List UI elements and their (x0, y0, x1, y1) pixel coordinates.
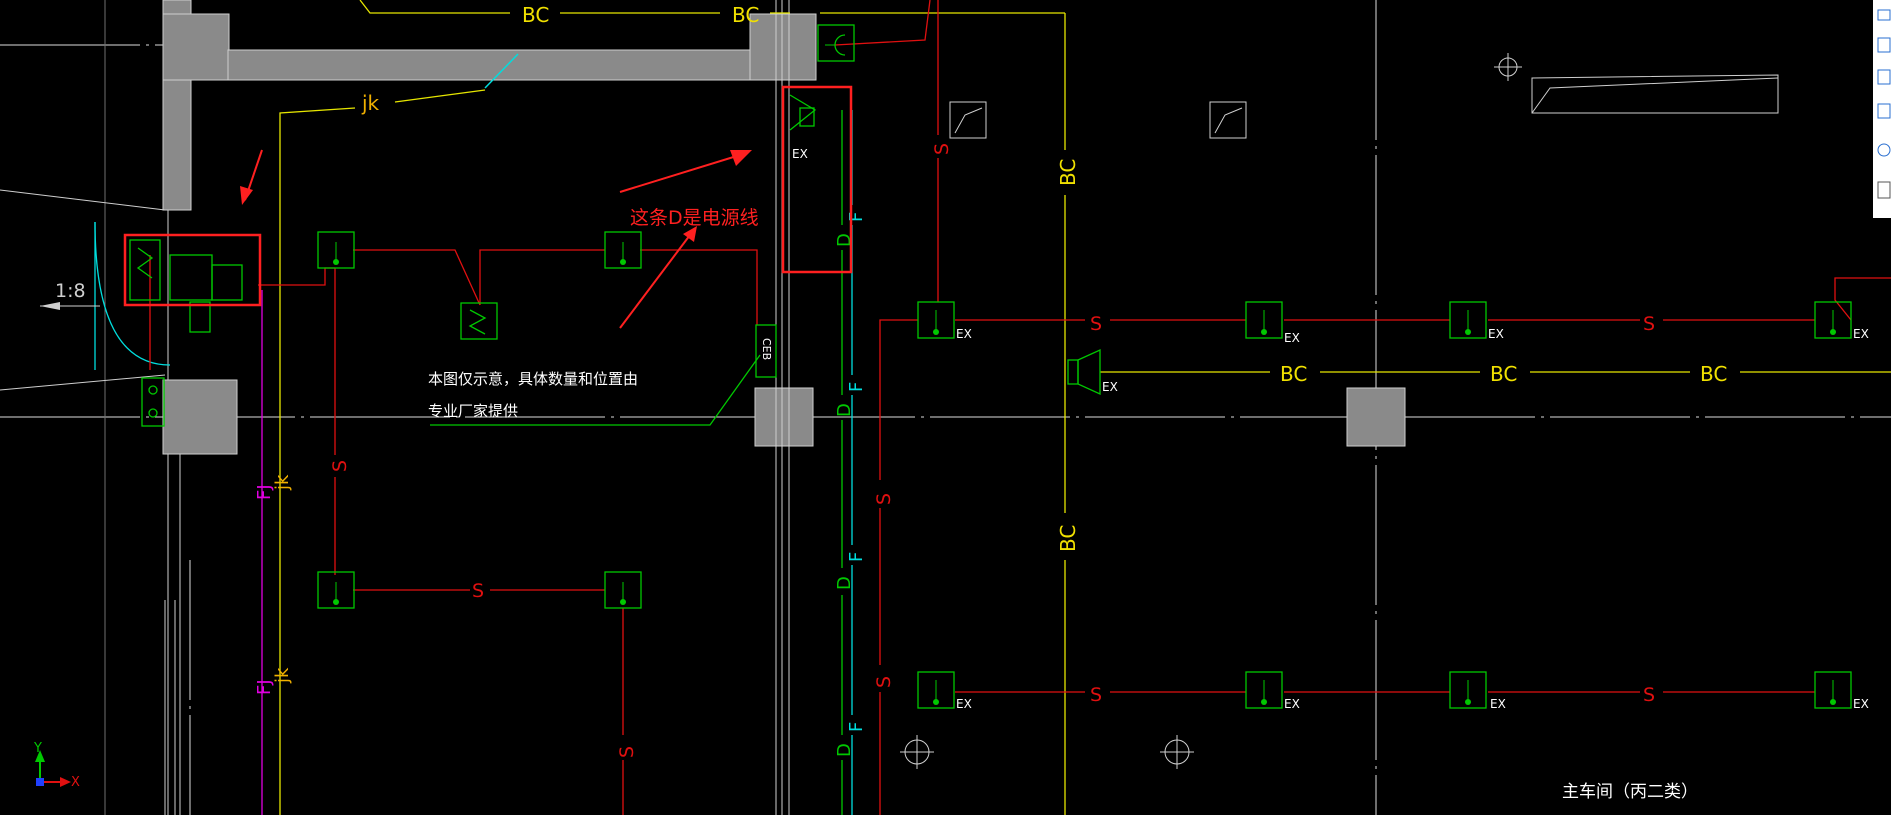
ex-label: EX (1284, 697, 1300, 711)
detector-device[interactable] (604, 571, 642, 609)
wire-label-bc-vertical: BC (1056, 159, 1080, 186)
bc-wire-top (359, 0, 1066, 815)
note-text-line1: 本图仅示意，具体数量和位置由 (428, 370, 638, 388)
wire-label-jk: jk (272, 474, 293, 491)
ex-label: EX (1490, 697, 1506, 711)
ex-label: EX (1284, 331, 1300, 345)
wire-label-f: F (846, 722, 867, 732)
wire-label-fj: FJ (254, 484, 275, 500)
detector-device[interactable] (604, 231, 642, 269)
wire-label-s: S (329, 460, 351, 472)
ucs-icon (35, 750, 71, 787)
wire-label-bc: BC (522, 3, 549, 27)
leader-line (484, 53, 519, 89)
ex-label: EX (956, 697, 972, 711)
equipment-outlines (900, 53, 1779, 769)
wire-label-bc-vertical: BC (1056, 525, 1080, 552)
detector-device[interactable] (317, 571, 355, 609)
speaker-device[interactable] (1067, 348, 1101, 396)
wire-label-d: D (834, 403, 855, 417)
wire-label-bc: BC (1490, 362, 1517, 386)
markup-annotations (123, 85, 853, 329)
s-wire-left (149, 249, 758, 815)
device-group-right (917, 301, 1852, 709)
ucs-x-label: X (71, 775, 80, 790)
wire-label-bc: BC (1280, 362, 1307, 386)
note-text-line2: 专业厂家提供 (428, 402, 518, 420)
ucs-y-label: Y (33, 741, 42, 756)
wire-label-s: S (1643, 684, 1655, 706)
explosion-proof-device[interactable] (789, 94, 817, 131)
svg-text:CEB: CEB (760, 338, 773, 360)
scale-label: 1:8 (55, 280, 86, 302)
junction-box[interactable]: CEB (755, 324, 777, 378)
wire-label-s: S (1643, 313, 1655, 335)
ex-label: EX (792, 147, 808, 161)
control-panel-device[interactable] (129, 239, 243, 427)
detector-device[interactable] (1449, 301, 1487, 339)
ex-label: EX (1102, 380, 1118, 394)
wire-label-d: D (834, 576, 855, 590)
toolbar-block-icon[interactable] (1877, 103, 1891, 119)
detector-device[interactable] (1245, 301, 1283, 339)
wire-label-jk: jk (361, 91, 380, 115)
detector-device[interactable] (1814, 671, 1852, 709)
detector-device[interactable] (1245, 671, 1283, 709)
wire-label-s: S (1090, 684, 1102, 706)
module-device[interactable] (460, 302, 498, 340)
wire-label-bc: BC (1700, 362, 1727, 386)
highlight-box-panel (123, 233, 262, 307)
wire-label-jk: jk (272, 667, 293, 684)
wire-label-f: F (846, 382, 867, 392)
wire-label-s: S (1090, 313, 1102, 335)
ex-label: EX (1853, 327, 1869, 341)
wire-label-f: F (846, 212, 867, 222)
wire-label-s: S (616, 746, 638, 758)
room-title: 主车间（丙二类） (1562, 782, 1698, 802)
wire-label-s: S (873, 493, 895, 505)
toolbar-layer-icon[interactable] (1877, 37, 1891, 53)
right-toolbar (1873, 0, 1891, 218)
detector-device[interactable] (1449, 671, 1487, 709)
toolbar-tool-icon[interactable] (1877, 143, 1891, 157)
wire-label-f: F (846, 552, 867, 562)
ex-label: EX (956, 327, 972, 341)
wire-label-s: S (873, 676, 895, 688)
alarm-device[interactable] (817, 24, 855, 62)
s-wire-right (834, 0, 1891, 815)
detector-device[interactable] (917, 301, 955, 339)
wire-label-s: S (472, 580, 484, 602)
detector-device[interactable] (917, 671, 955, 709)
wire-label-fj: FJ (254, 679, 275, 695)
door-swing (0, 189, 171, 391)
detector-device[interactable] (317, 231, 355, 269)
wire-label-d: D (834, 743, 855, 757)
wire-label-s: S (931, 143, 953, 155)
ex-label: EX (1853, 697, 1869, 711)
detector-device[interactable] (1814, 301, 1852, 339)
toolbar-cloud-icon[interactable] (1877, 9, 1891, 21)
note-leader-line (430, 354, 761, 426)
toolbar-properties-icon[interactable] (1877, 69, 1891, 85)
device-group-left: CEB (317, 231, 777, 609)
wire-label-bc: BC (732, 3, 759, 27)
jk-wire (279, 89, 486, 815)
toolbar-list-icon[interactable] (1877, 181, 1891, 199)
ex-label: EX (1488, 327, 1504, 341)
annotation-power-line: 这条D是电源线 (630, 207, 759, 229)
highlight-box-device (781, 85, 853, 274)
